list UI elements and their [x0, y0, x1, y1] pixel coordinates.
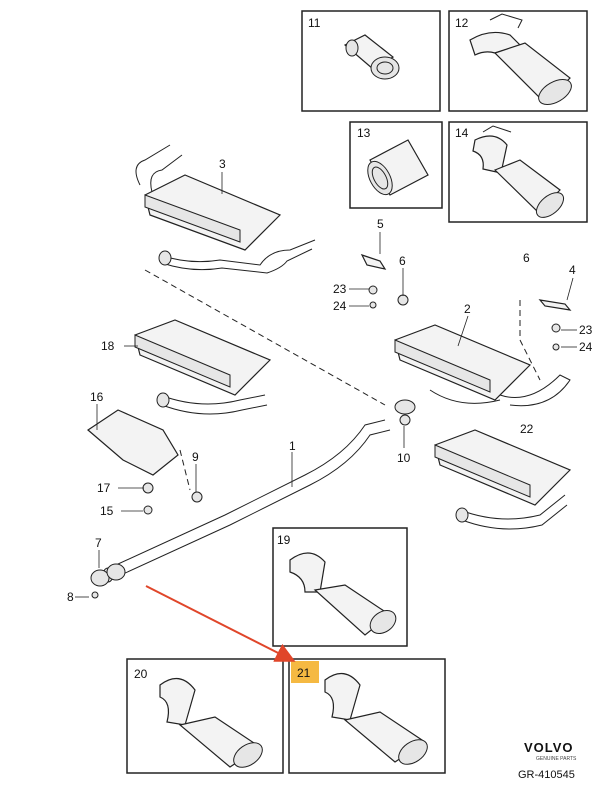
inset-box-20: [126, 658, 284, 774]
label-14: 14: [455, 126, 469, 140]
label-6a: 6: [399, 254, 406, 268]
label-17: 17: [97, 481, 111, 495]
label-24a: 24: [333, 299, 347, 313]
label-20: 20: [134, 667, 148, 681]
label-1: 1: [289, 439, 296, 453]
muffler-22: [434, 429, 572, 530]
label-9: 9: [192, 450, 199, 464]
center-muffler-18: [134, 319, 272, 415]
highlight-21: [291, 661, 319, 683]
label-2: 2: [464, 302, 471, 316]
label-16: 16: [90, 390, 104, 404]
label-23a: 23: [333, 282, 347, 296]
center-muffler-2: [394, 324, 571, 407]
tailpipe-tip-11: [343, 34, 400, 80]
brand-logo: VOLVO: [524, 740, 574, 755]
inset-box-13: [349, 121, 443, 209]
label-24b: 24: [579, 340, 593, 354]
inset-box-14: [448, 121, 588, 223]
rear-muffler-3: [135, 144, 316, 274]
hanger-5: [360, 253, 387, 270]
clamp-10: [394, 399, 416, 426]
label-19: 19: [277, 533, 291, 547]
label-11: 11: [308, 16, 321, 30]
label-4: 4: [569, 263, 576, 277]
tailpipe-tip-12: [469, 13, 572, 105]
tailpipe-tip-21: [324, 673, 428, 765]
label-21: 21: [297, 666, 311, 680]
tailpipe-tip-14: [472, 125, 565, 218]
annotation-arrow: [145, 585, 296, 662]
inset-box-19: [272, 527, 408, 647]
inset-box-12: [448, 10, 588, 112]
label-5: 5: [377, 217, 384, 231]
gasket-7: [90, 563, 126, 587]
label-23b: 23: [579, 323, 593, 337]
label-7: 7: [95, 536, 102, 550]
label-3: 3: [219, 157, 226, 171]
diagram-code: GR-410545: [518, 769, 575, 781]
label-22: 22: [520, 422, 534, 436]
sleeve-13: [367, 139, 429, 196]
hanger-4: [538, 299, 572, 311]
label-8: 8: [67, 590, 74, 604]
label-10: 10: [397, 451, 411, 465]
leader-lines: [75, 172, 577, 598]
label-6b: 6: [523, 251, 530, 265]
tailpipe-tip-20: [159, 678, 263, 768]
hardware-small-parts: [91, 285, 561, 599]
label-13: 13: [357, 126, 371, 140]
tailpipe-tip-19: [289, 552, 397, 636]
label-12: 12: [455, 16, 469, 30]
inset-box-11: [301, 10, 441, 112]
inset-box-21: [288, 658, 446, 774]
label-18: 18: [101, 339, 115, 353]
brand-tagline: GENUINE PARTS: [536, 756, 577, 762]
bracket-16: [87, 409, 179, 476]
label-15: 15: [100, 504, 114, 518]
